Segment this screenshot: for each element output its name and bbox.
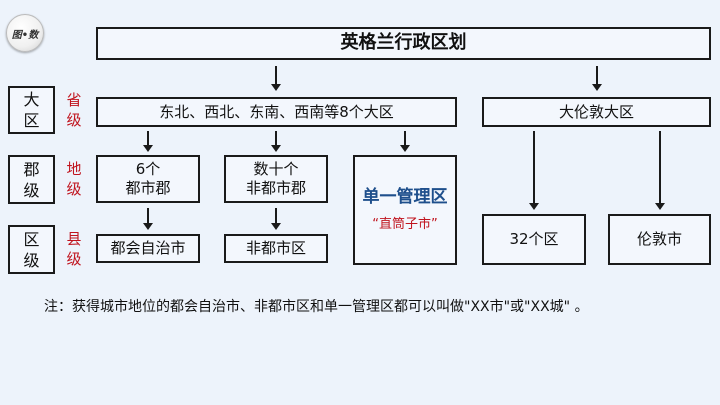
london-boroughs-box: 32个区 bbox=[482, 214, 586, 265]
nonmetro-district-text: 非都市区 bbox=[245, 239, 306, 258]
nonmetro-county-box: 数十个 非都市郡 bbox=[224, 155, 328, 203]
metro-county-count: 6个 bbox=[135, 160, 161, 179]
metro-county-box: 6个 都市郡 bbox=[96, 155, 200, 203]
logo-badge: 图•数 bbox=[6, 14, 44, 52]
nonmetro-district-box: 非都市区 bbox=[224, 234, 328, 263]
metro-borough-box: 都会自治市 bbox=[96, 234, 200, 263]
arrow-to-unitary bbox=[400, 131, 410, 152]
unitary-authority-subtitle: “直筒子市” bbox=[372, 216, 438, 232]
arrow-to-nonmetro-county bbox=[271, 131, 281, 152]
equivalent-level-county: 县级 bbox=[66, 230, 82, 268]
nonmetro-county-count: 数十个 bbox=[253, 160, 299, 179]
equivalent-level-prefecture: 地级 bbox=[66, 160, 82, 198]
arrow-to-metro-county bbox=[143, 131, 153, 152]
diagram-title: 英格兰行政区划 bbox=[340, 32, 467, 54]
nonmetro-county-label: 非都市郡 bbox=[245, 179, 306, 197]
arrow-title-to-london bbox=[592, 66, 602, 91]
level-label: 大区 bbox=[23, 90, 40, 130]
arrow-to-nonmetro-district bbox=[271, 208, 281, 230]
london-region-text: 大伦敦大区 bbox=[558, 102, 634, 121]
level-label: 郡级 bbox=[23, 159, 40, 200]
regions-text: 东北、西北、东南、西南等8个大区 bbox=[159, 102, 394, 121]
arrow-title-to-regions bbox=[271, 66, 281, 91]
london-boroughs-text: 32个区 bbox=[509, 230, 559, 249]
city-of-london-text: 伦敦市 bbox=[636, 230, 682, 249]
logo-text: 图•数 bbox=[11, 29, 39, 41]
level-label: 区级 bbox=[23, 229, 40, 270]
level-box-county: 郡级 bbox=[8, 155, 55, 204]
metro-county-label: 都市郡 bbox=[125, 179, 171, 197]
level-box-region: 大区 bbox=[8, 86, 55, 134]
footnote: 注：获得城市地位的都会自治市、非都市区和单一管理区都可以叫做"XX市"或"XX城… bbox=[44, 299, 589, 315]
regions-box: 东北、西北、东南、西南等8个大区 bbox=[96, 97, 457, 127]
level-box-district: 区级 bbox=[8, 225, 55, 274]
unitary-authority-title: 单一管理区 bbox=[362, 187, 448, 208]
city-of-london-box: 伦敦市 bbox=[608, 214, 711, 265]
title-box: 英格兰行政区划 bbox=[96, 27, 711, 60]
equivalent-level-province: 省级 bbox=[66, 91, 82, 129]
arrow-to-london-boroughs bbox=[529, 131, 539, 210]
arrow-to-metro-borough bbox=[143, 208, 153, 230]
unitary-authority-box: 单一管理区 “直筒子市” bbox=[353, 155, 457, 265]
arrow-to-city-of-london bbox=[655, 131, 665, 210]
london-region-box: 大伦敦大区 bbox=[482, 97, 711, 127]
metro-borough-text: 都会自治市 bbox=[110, 239, 186, 258]
